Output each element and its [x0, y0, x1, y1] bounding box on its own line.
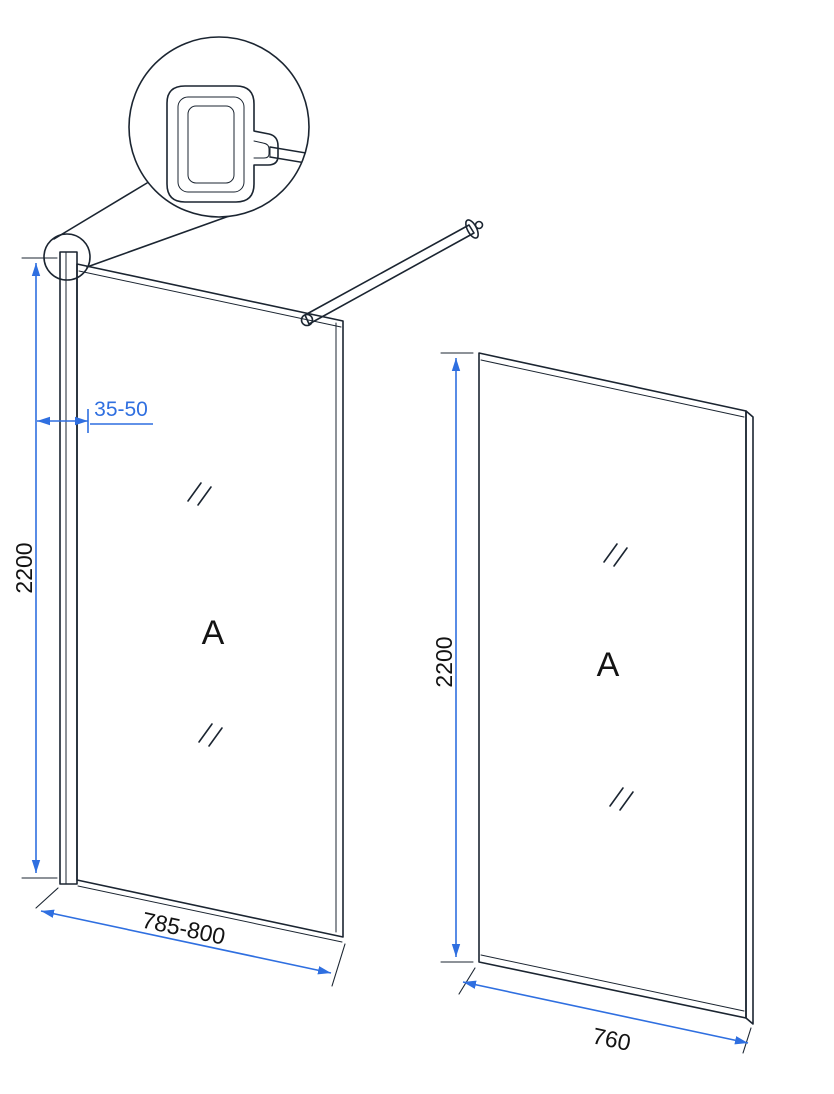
profile-inner-channel — [177, 96, 245, 193]
glass-clamp — [300, 313, 314, 327]
glass-reflection-mark — [198, 723, 223, 747]
wall-profile — [59, 251, 78, 885]
wall-flange-knob — [474, 220, 484, 230]
support-bar-tube — [304, 224, 475, 325]
glass-reflection-mark — [187, 482, 212, 506]
detail-circle-background — [129, 37, 309, 217]
callout-source-circle — [43, 233, 91, 281]
dim-label-side-height: 2200 — [431, 636, 457, 687]
front-width-dimension: 785-800 — [35, 887, 346, 987]
profile-hook-inner — [253, 140, 270, 159]
front-height-dimension: 2200 — [11, 257, 58, 879]
glass-reflection-mark — [603, 543, 628, 567]
profile-outer-outline — [166, 85, 279, 203]
detail-circle-outline — [128, 36, 310, 218]
side-panel-view: A 2200 760 — [431, 352, 754, 1056]
dim-label-side-width: 760 — [590, 1022, 633, 1055]
dim-label-front-height: 2200 — [11, 542, 37, 593]
detail-callout — [43, 36, 310, 281]
dim-label-front-width: 785-800 — [140, 907, 228, 950]
front-glass-pane — [76, 263, 344, 938]
front-panel-view: A 2200 35-50 785-800 — [11, 219, 484, 987]
support-bar — [300, 219, 484, 327]
side-height-dimension: 2200 — [431, 352, 474, 963]
side-glass-bottom-edge-inner — [480, 954, 745, 1012]
side-glass-thickness-edge — [745, 410, 754, 1025]
glass-reflection-mark — [609, 787, 634, 811]
wall-profile-body — [59, 251, 78, 885]
dim-label-profile-adjustment: 35-50 — [94, 398, 148, 421]
side-glass-label: A — [597, 646, 620, 684]
front-glass-label: A — [202, 614, 225, 652]
front-glass-top-edge-inner — [78, 270, 342, 328]
callout-leader-lines — [53, 182, 233, 268]
profile-inner-channel-2 — [187, 105, 235, 184]
side-glass-top-edge-inner — [480, 359, 745, 418]
side-glass-pane — [478, 352, 747, 1019]
profile-adjustment-dimension: 35-50 — [37, 398, 153, 433]
